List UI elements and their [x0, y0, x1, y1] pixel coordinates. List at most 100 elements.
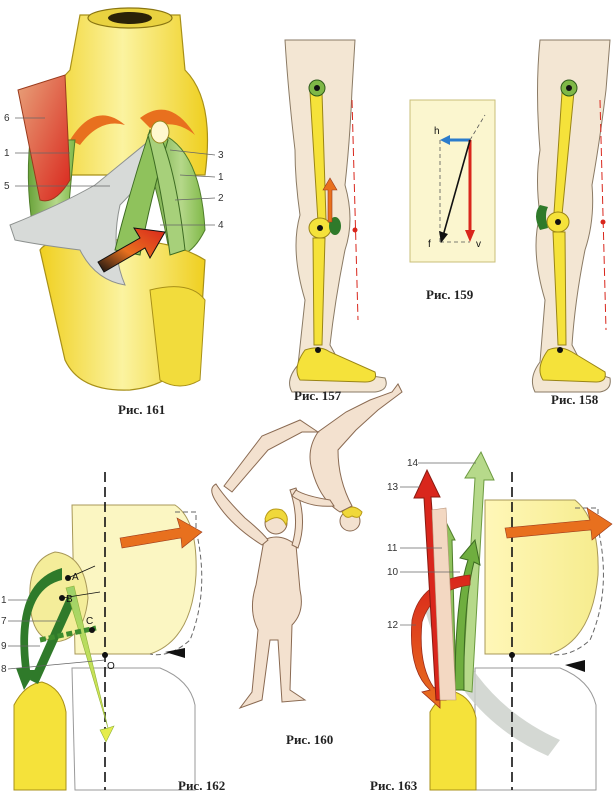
fig162-line-a	[67, 565, 96, 579]
fig157-gravity-point	[352, 227, 358, 233]
fig162-point-label: A	[72, 572, 79, 583]
fig162-quadriceps-arrow	[16, 568, 62, 690]
fig158-ankle-axis	[557, 347, 563, 353]
fig162-force-arrow-light	[65, 585, 115, 743]
fig159-vector-f	[442, 139, 471, 237]
fig161-label: 2	[218, 193, 224, 204]
fig161-tendon-grey	[9, 134, 169, 286]
fig161-fibula	[149, 286, 206, 387]
fig161-medullary-canal	[108, 12, 152, 24]
fig162-label: 9	[1, 641, 7, 652]
fig160-caption: Рис. 160	[286, 732, 333, 747]
fig163-label: 12	[387, 620, 399, 631]
fig161-label: 3	[218, 150, 224, 161]
fig161-force-arrow	[97, 227, 166, 273]
fig162-point-label: C	[86, 616, 93, 627]
fig157-ankle-axis	[315, 347, 321, 353]
fig157-foot-bones	[296, 347, 376, 383]
fig162-label: 8	[1, 664, 7, 675]
fig160-arm-upper	[291, 489, 335, 507]
fig162-point-c	[89, 627, 95, 633]
fig162-leaders	[7, 599, 106, 670]
fig160-body-lower	[238, 536, 307, 710]
fig163-patellar-bone	[429, 691, 477, 791]
fig161-label: 1	[218, 172, 224, 183]
fig163-point-o	[509, 652, 515, 658]
fig161-leaders	[15, 117, 216, 226]
fig159-panel	[409, 99, 496, 263]
fig158-foot-bones	[539, 347, 606, 383]
fig161-meniscus-right	[140, 109, 195, 135]
fig158-patella	[536, 205, 548, 230]
fig162-wedge	[165, 648, 185, 658]
fig161-label: 6	[4, 113, 10, 124]
fig162-caption: Рис. 162	[178, 778, 225, 793]
fig159-vector-v-head	[465, 230, 475, 242]
fig157-tibia	[312, 237, 326, 346]
fig162-patellar-tendon-bone	[13, 681, 67, 791]
fig162-label: 7	[1, 616, 7, 627]
fig160-acrobats: Рис. 160	[211, 383, 403, 747]
fig157-leg: Рис. 157	[284, 39, 387, 403]
fig160-hair-upper	[341, 506, 363, 518]
fig160-arm-lower-right	[289, 487, 303, 549]
fig159-label-f: f	[428, 239, 431, 250]
fig162-point-o	[102, 652, 108, 658]
fig160-arm-lower-left	[211, 483, 269, 546]
fig160-leg-upper	[223, 419, 320, 493]
fig158-caption: Рис. 158	[551, 392, 599, 407]
fig157-knee-axis	[317, 225, 323, 231]
fig163-muscle-forces: 14 13 11 10 12 Рис. 163	[370, 450, 613, 793]
fig163-condyle-contour	[549, 507, 604, 656]
fig161-cruciate-ligament-2	[147, 124, 186, 256]
fig163-arrow-14	[461, 450, 495, 693]
fig162-label: 1	[1, 595, 7, 606]
fig162-rotation-arrow	[119, 517, 203, 549]
fig163-label: 14	[407, 458, 419, 469]
fig163-label: 10	[387, 567, 399, 578]
fig162-point-label: O	[107, 661, 115, 672]
fig158-leg-outline	[531, 39, 611, 393]
fig162-condyle-contour	[149, 511, 203, 656]
fig161-knee-ligaments: 6 1 5 3 1 2 4 Рис. 161	[4, 7, 224, 417]
fig159-guide-diagonal	[469, 114, 486, 141]
fig161-label: 4	[218, 220, 224, 231]
fig158-gravity-point	[600, 219, 606, 225]
fig158-leg: Рис. 158	[531, 39, 611, 407]
fig163-arrow-10	[454, 538, 481, 691]
fig161-band-red	[17, 74, 71, 202]
fig157-caption: Рис. 157	[294, 388, 342, 403]
fig161-label: 5	[4, 181, 10, 192]
fig159-vector-f-head	[439, 231, 448, 243]
fig161-condyle-cap	[150, 120, 170, 144]
fig157-quadriceps-arrow	[322, 177, 338, 223]
fig157-leg-outline	[284, 39, 387, 393]
fig163-label: 13	[387, 482, 399, 493]
fig162-femur	[71, 504, 197, 655]
fig163-caption: Рис. 163	[370, 778, 418, 793]
fig158-knee-axis	[555, 219, 561, 225]
fig159-vector-h-head	[440, 135, 450, 145]
fig163-pale-band	[431, 507, 457, 701]
fig157-hip-axis	[314, 85, 320, 91]
fig159-label-v: v	[476, 239, 481, 250]
fig162-patella-lever: A B C O 1 7 9 8 Рис. 162	[1, 472, 225, 793]
fig163-rotation-arrow	[504, 507, 613, 541]
fig163-leaders	[400, 462, 476, 626]
fig163-wedge	[565, 660, 585, 672]
fig160-hair-lower	[264, 508, 288, 527]
fig157-gravity-line	[351, 99, 359, 321]
fig159-label-h: h	[434, 126, 440, 137]
fig163-label: 11	[387, 543, 398, 554]
fig158-hip-axis	[566, 85, 572, 91]
fig158-tibia	[552, 231, 567, 346]
fig158-gravity-line	[599, 99, 607, 331]
fig161-label: 1	[4, 148, 10, 159]
fig162-lever-arm	[39, 625, 97, 643]
fig159-force-diagram: h f v Рис. 159	[409, 99, 496, 302]
fig162-line-b	[61, 591, 101, 599]
fig161-meniscus-left	[70, 115, 125, 145]
fig159-caption: Рис. 159	[426, 287, 474, 302]
